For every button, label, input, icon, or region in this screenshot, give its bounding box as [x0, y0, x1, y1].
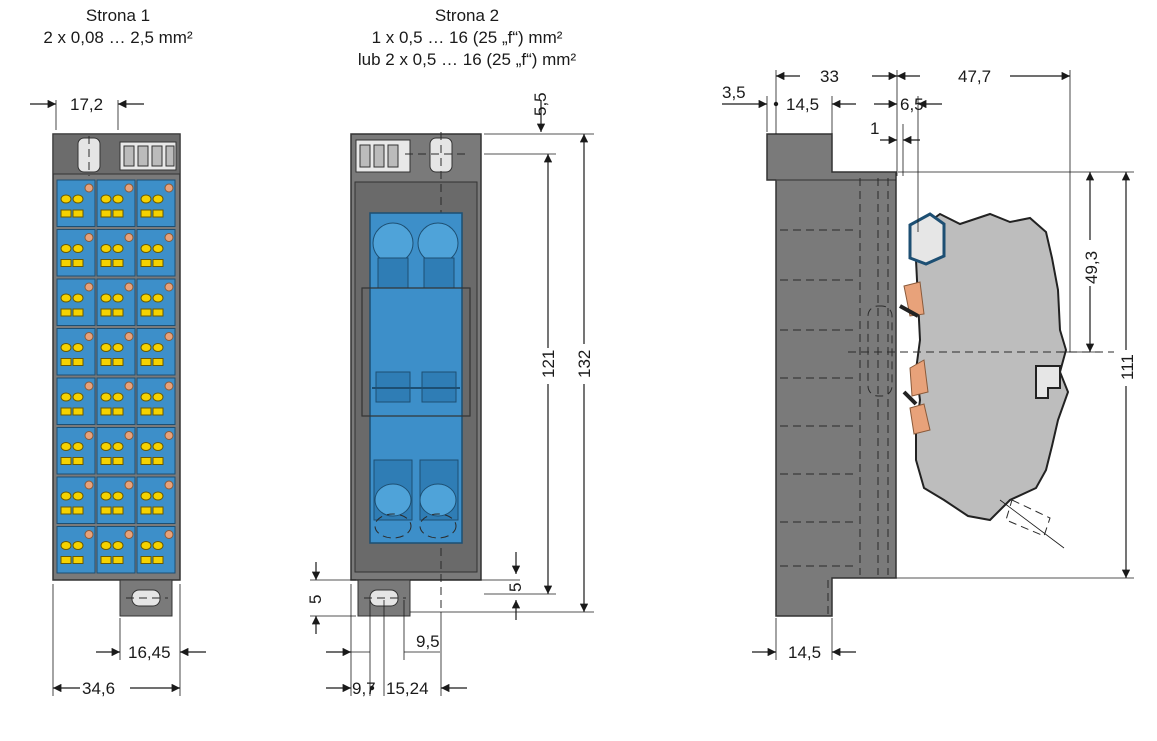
view3-dim-14-5-top: 14,5 [786, 95, 819, 114]
view1-dim-34-6: 34,6 [82, 679, 115, 698]
view3-dim-47-7: 47,7 [958, 67, 991, 86]
view1-caption-line1: Strona 1 [86, 6, 150, 25]
view1-terminal-grid [56, 179, 176, 574]
terminal-cell [56, 526, 96, 574]
terminal-cell [56, 377, 96, 425]
terminal-cell [136, 526, 176, 574]
view3-dim-3-5: 3,5 [722, 83, 746, 102]
view2-dim-132: 132 [575, 350, 594, 378]
view-2-front: Strona 2 1 x 0,5 … 16 (25 „f“) mm² lub 2… [306, 6, 596, 698]
view3-terminal-block-body [914, 212, 1070, 522]
terminal-cell [136, 427, 176, 475]
terminal-cell [136, 278, 176, 326]
view3-dim-33: 33 [820, 67, 839, 86]
view1-dim-16-45: 16,45 [128, 643, 171, 662]
terminal-cell [96, 179, 136, 227]
view1-top-terminal-strip [119, 141, 177, 171]
terminal-cell [96, 427, 136, 475]
view2-caption-line3: lub 2 x 0,5 … 16 (25 „f“) mm² [358, 50, 577, 69]
terminal-cell [96, 278, 136, 326]
view2-blue-terminal-block [361, 212, 471, 544]
terminal-cell [136, 377, 176, 425]
terminal-cell [56, 278, 96, 326]
view3-dim-111: 111 [1118, 354, 1137, 380]
terminal-cell [136, 328, 176, 376]
view2-dim-9-5: 9,5 [416, 632, 440, 651]
terminal-cell [96, 377, 136, 425]
terminal-cell [56, 179, 96, 227]
view3-dim-14-5-bottom: 14,5 [788, 643, 821, 662]
terminal-cell [136, 179, 176, 227]
view2-dim-9-7: 9,7 [352, 679, 376, 698]
view1-caption-line2: 2 x 0,08 … 2,5 mm² [43, 28, 193, 47]
view3-dim-1: 1 [870, 119, 879, 138]
view3-housing [766, 133, 897, 617]
view2-dim-5-left: 5 [306, 595, 325, 604]
terminal-cell [56, 229, 96, 277]
view-1-front: Strona 1 2 x 0,08 … 2,5 mm² 17,2 [30, 6, 206, 698]
terminal-cell [96, 229, 136, 277]
terminal-cell [56, 328, 96, 376]
view2-dim-121: 121 [539, 350, 558, 378]
view3-dim-49-3: 49,3 [1082, 251, 1101, 284]
view2-dim-15-24: 15,24 [386, 679, 429, 698]
terminal-cell [136, 476, 176, 524]
view-3-side: 33 47,7 3,5 14,5 6,5 1 49,3 111 14 [722, 67, 1140, 662]
view2-dim-5-5: 5,5 [531, 92, 550, 116]
view3-dim-6-5: 6,5 [900, 95, 924, 114]
view1-dim-17-2: 17,2 [70, 95, 103, 114]
terminal-cell [96, 526, 136, 574]
view2-dim-5-right: 5 [506, 583, 525, 592]
view2-top-terminal-strip [355, 139, 411, 173]
view3-clamp-top [908, 212, 946, 266]
terminal-cell [56, 427, 96, 475]
view3-hidden-lines [780, 178, 893, 614]
view2-caption-line2: 1 x 0,5 … 16 (25 „f“) mm² [372, 28, 563, 47]
terminal-cell [96, 476, 136, 524]
terminal-cell [136, 229, 176, 277]
view2-mounting-hole-top [429, 137, 453, 173]
terminal-cell [96, 328, 136, 376]
view2-caption-line1: Strona 2 [435, 6, 499, 25]
terminal-cell [56, 476, 96, 524]
